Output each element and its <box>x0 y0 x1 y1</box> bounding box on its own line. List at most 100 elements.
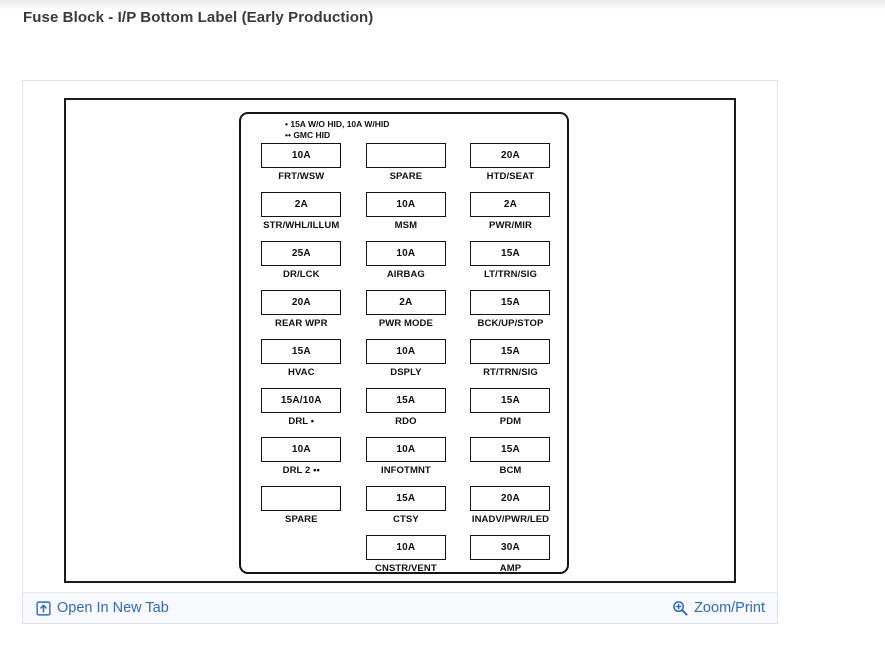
fuse-cell: 2A PWR MODE <box>354 290 459 339</box>
magnifier-plus-icon <box>672 600 688 616</box>
fuse-amp-box: 10A <box>365 192 446 217</box>
fuse-circuit-label: DRL 2 •• <box>282 465 320 476</box>
fuse-circuit-label: SPARE <box>389 171 423 182</box>
fuse-cell: 25A DR/LCK <box>249 241 354 290</box>
fuse-amp-box: 15A <box>470 339 551 364</box>
viewer-footer: Open In New Tab Zoom/Print <box>23 592 777 623</box>
fuse-row: SPARE 15A CTSY 20A INADV/PWR/LED <box>249 486 563 535</box>
fuse-circuit-label: MSM <box>394 220 418 231</box>
zoom-print-label: Zoom/Print <box>694 600 765 617</box>
fuse-amp-box: 15A <box>470 241 551 266</box>
fuse-cell: SPARE <box>354 143 459 192</box>
fuse-amp-box <box>365 143 446 168</box>
fuse-cell: 10A MSM <box>354 192 459 241</box>
fuse-circuit-label: AMP <box>499 563 522 574</box>
top-edge-strip <box>0 0 885 9</box>
fuse-row: 10A FRT/WSW SPARE 20A HTD/SEAT <box>249 143 563 192</box>
fuse-amp-box: 15A <box>470 388 551 413</box>
fuse-circuit-label: HVAC <box>287 367 315 378</box>
fuse-amp-box: 2A <box>261 192 342 217</box>
fuse-circuit-label: RDO <box>395 416 417 427</box>
fuse-circuit-label: BCK/UP/STOP <box>477 318 544 329</box>
diagram-frame: • 15A W/O HID, 10A W/HID •• GMC HID 10A F… <box>64 98 736 583</box>
fuse-circuit-label: SPARE <box>285 514 318 525</box>
fuse-circuit-label: HTD/SEAT <box>486 171 535 182</box>
fuse-amp-box <box>261 486 342 511</box>
open-in-new-tab-link[interactable]: Open In New Tab <box>36 600 169 617</box>
fuse-row: 10A DRL 2 •• 10A INFOTMNT 15A BCM <box>249 437 563 486</box>
fuse-cell: 15A RT/TRN/SIG <box>458 339 563 388</box>
fuse-amp-box: 2A <box>365 290 446 315</box>
fuse-circuit-label: STR/WHL/ILLUM <box>263 220 340 231</box>
fuse-cell: 2A STR/WHL/ILLUM <box>249 192 354 241</box>
fuse-circuit-label: DRL • <box>288 416 315 427</box>
fuse-row: 15A HVAC 10A DSPLY 15A RT/TRN/SIG <box>249 339 563 388</box>
fuse-amp-box: 10A <box>365 339 446 364</box>
fuse-block-outline: • 15A W/O HID, 10A W/HID •• GMC HID 10A F… <box>239 112 569 574</box>
fuse-cell: 10A FRT/WSW <box>249 143 354 192</box>
fuse-circuit-label: PDM <box>499 416 522 427</box>
fuse-cell: 15A RDO <box>354 388 459 437</box>
fuse-amp-box: 15A <box>365 486 446 511</box>
fuse-circuit-label: RT/TRN/SIG <box>483 367 538 378</box>
legend-note-2: •• GMC HID <box>285 130 331 140</box>
fuse-amp-box: 15A/10A <box>261 388 342 413</box>
fuse-amp-box: 10A <box>365 437 446 462</box>
viewer-body: • 15A W/O HID, 10A W/HID •• GMC HID 10A F… <box>23 81 777 593</box>
fuse-circuit-label: DR/LCK <box>283 269 320 280</box>
fuse-amp-box: 20A <box>470 486 551 511</box>
fuse-amp-box: 10A <box>365 535 446 560</box>
fuse-amp-box: 15A <box>365 388 446 413</box>
fuse-cell: 15A HVAC <box>249 339 354 388</box>
fuse-circuit-label: REAR WPR <box>275 318 328 329</box>
fuse-amp-box: 15A <box>470 437 551 462</box>
fuse-cell: 20A HTD/SEAT <box>458 143 563 192</box>
fuse-cell: 2A PWR/MIR <box>458 192 563 241</box>
fuse-amp-box: 25A <box>261 241 342 266</box>
fuse-circuit-label: BCM <box>499 465 522 476</box>
fuse-cell: 15A CTSY <box>354 486 459 535</box>
fuse-amp-box: 10A <box>261 143 342 168</box>
fuse-circuit-label: PWR/MIR <box>489 220 532 231</box>
fuse-amp-box: 10A <box>261 437 342 462</box>
legend-notes: • 15A W/O HID, 10A W/HID •• GMC HID <box>285 119 389 141</box>
fuse-amp-box: 2A <box>470 192 551 217</box>
fuse-cell: 20A REAR WPR <box>249 290 354 339</box>
fuse-circuit-label: CTSY <box>393 514 419 525</box>
fuse-cell: 30A AMP <box>458 535 563 584</box>
image-viewer-panel: • 15A W/O HID, 10A W/HID •• GMC HID 10A F… <box>22 80 778 624</box>
fuse-circuit-label: INFOTMNT <box>380 465 431 476</box>
fuse-amp-box: 20A <box>261 290 342 315</box>
fuse-cell-empty <box>249 535 354 584</box>
legend-note-1: • 15A W/O HID, 10A W/HID <box>285 119 390 129</box>
fuse-grid: 10A FRT/WSW SPARE 20A HTD/SEAT 2A STR/WHL/ILLU… <box>249 143 563 584</box>
fuse-circuit-label: DSPLY <box>390 367 422 378</box>
fuse-cell: SPARE <box>249 486 354 535</box>
fuse-row: 10A CNSTR/VENT 30A AMP <box>249 535 563 584</box>
fuse-cell: 15A PDM <box>458 388 563 437</box>
fuse-cell: 20A INADV/PWR/LED <box>458 486 563 535</box>
fuse-amp-box: 30A <box>470 535 551 560</box>
fuse-cell: 15A BCM <box>458 437 563 486</box>
zoom-print-link[interactable]: Zoom/Print <box>672 600 765 616</box>
fuse-circuit-label: PWR MODE <box>378 318 433 329</box>
fuse-amp-box: 15A <box>261 339 342 364</box>
fuse-circuit-label: CNSTR/VENT <box>375 563 437 574</box>
fuse-cell: 10A DSPLY <box>354 339 459 388</box>
fuse-circuit-label: AIRBAG <box>386 269 425 280</box>
page-title: Fuse Block - I/P Bottom Label (Early Pro… <box>23 9 374 26</box>
fuse-amp-box: 10A <box>365 241 446 266</box>
fuse-cell: 10A AIRBAG <box>354 241 459 290</box>
open-in-new-tab-label: Open In New Tab <box>57 600 169 617</box>
fuse-row: 15A/10A DRL • 15A RDO 15A PDM <box>249 388 563 437</box>
fuse-cell: 15A/10A DRL • <box>249 388 354 437</box>
fuse-circuit-label: FRT/WSW <box>278 171 325 182</box>
fuse-cell: 10A DRL 2 •• <box>249 437 354 486</box>
external-link-icon <box>36 600 51 616</box>
fuse-circuit-label: INADV/PWR/LED <box>471 514 550 525</box>
fuse-amp-box: 20A <box>470 143 551 168</box>
